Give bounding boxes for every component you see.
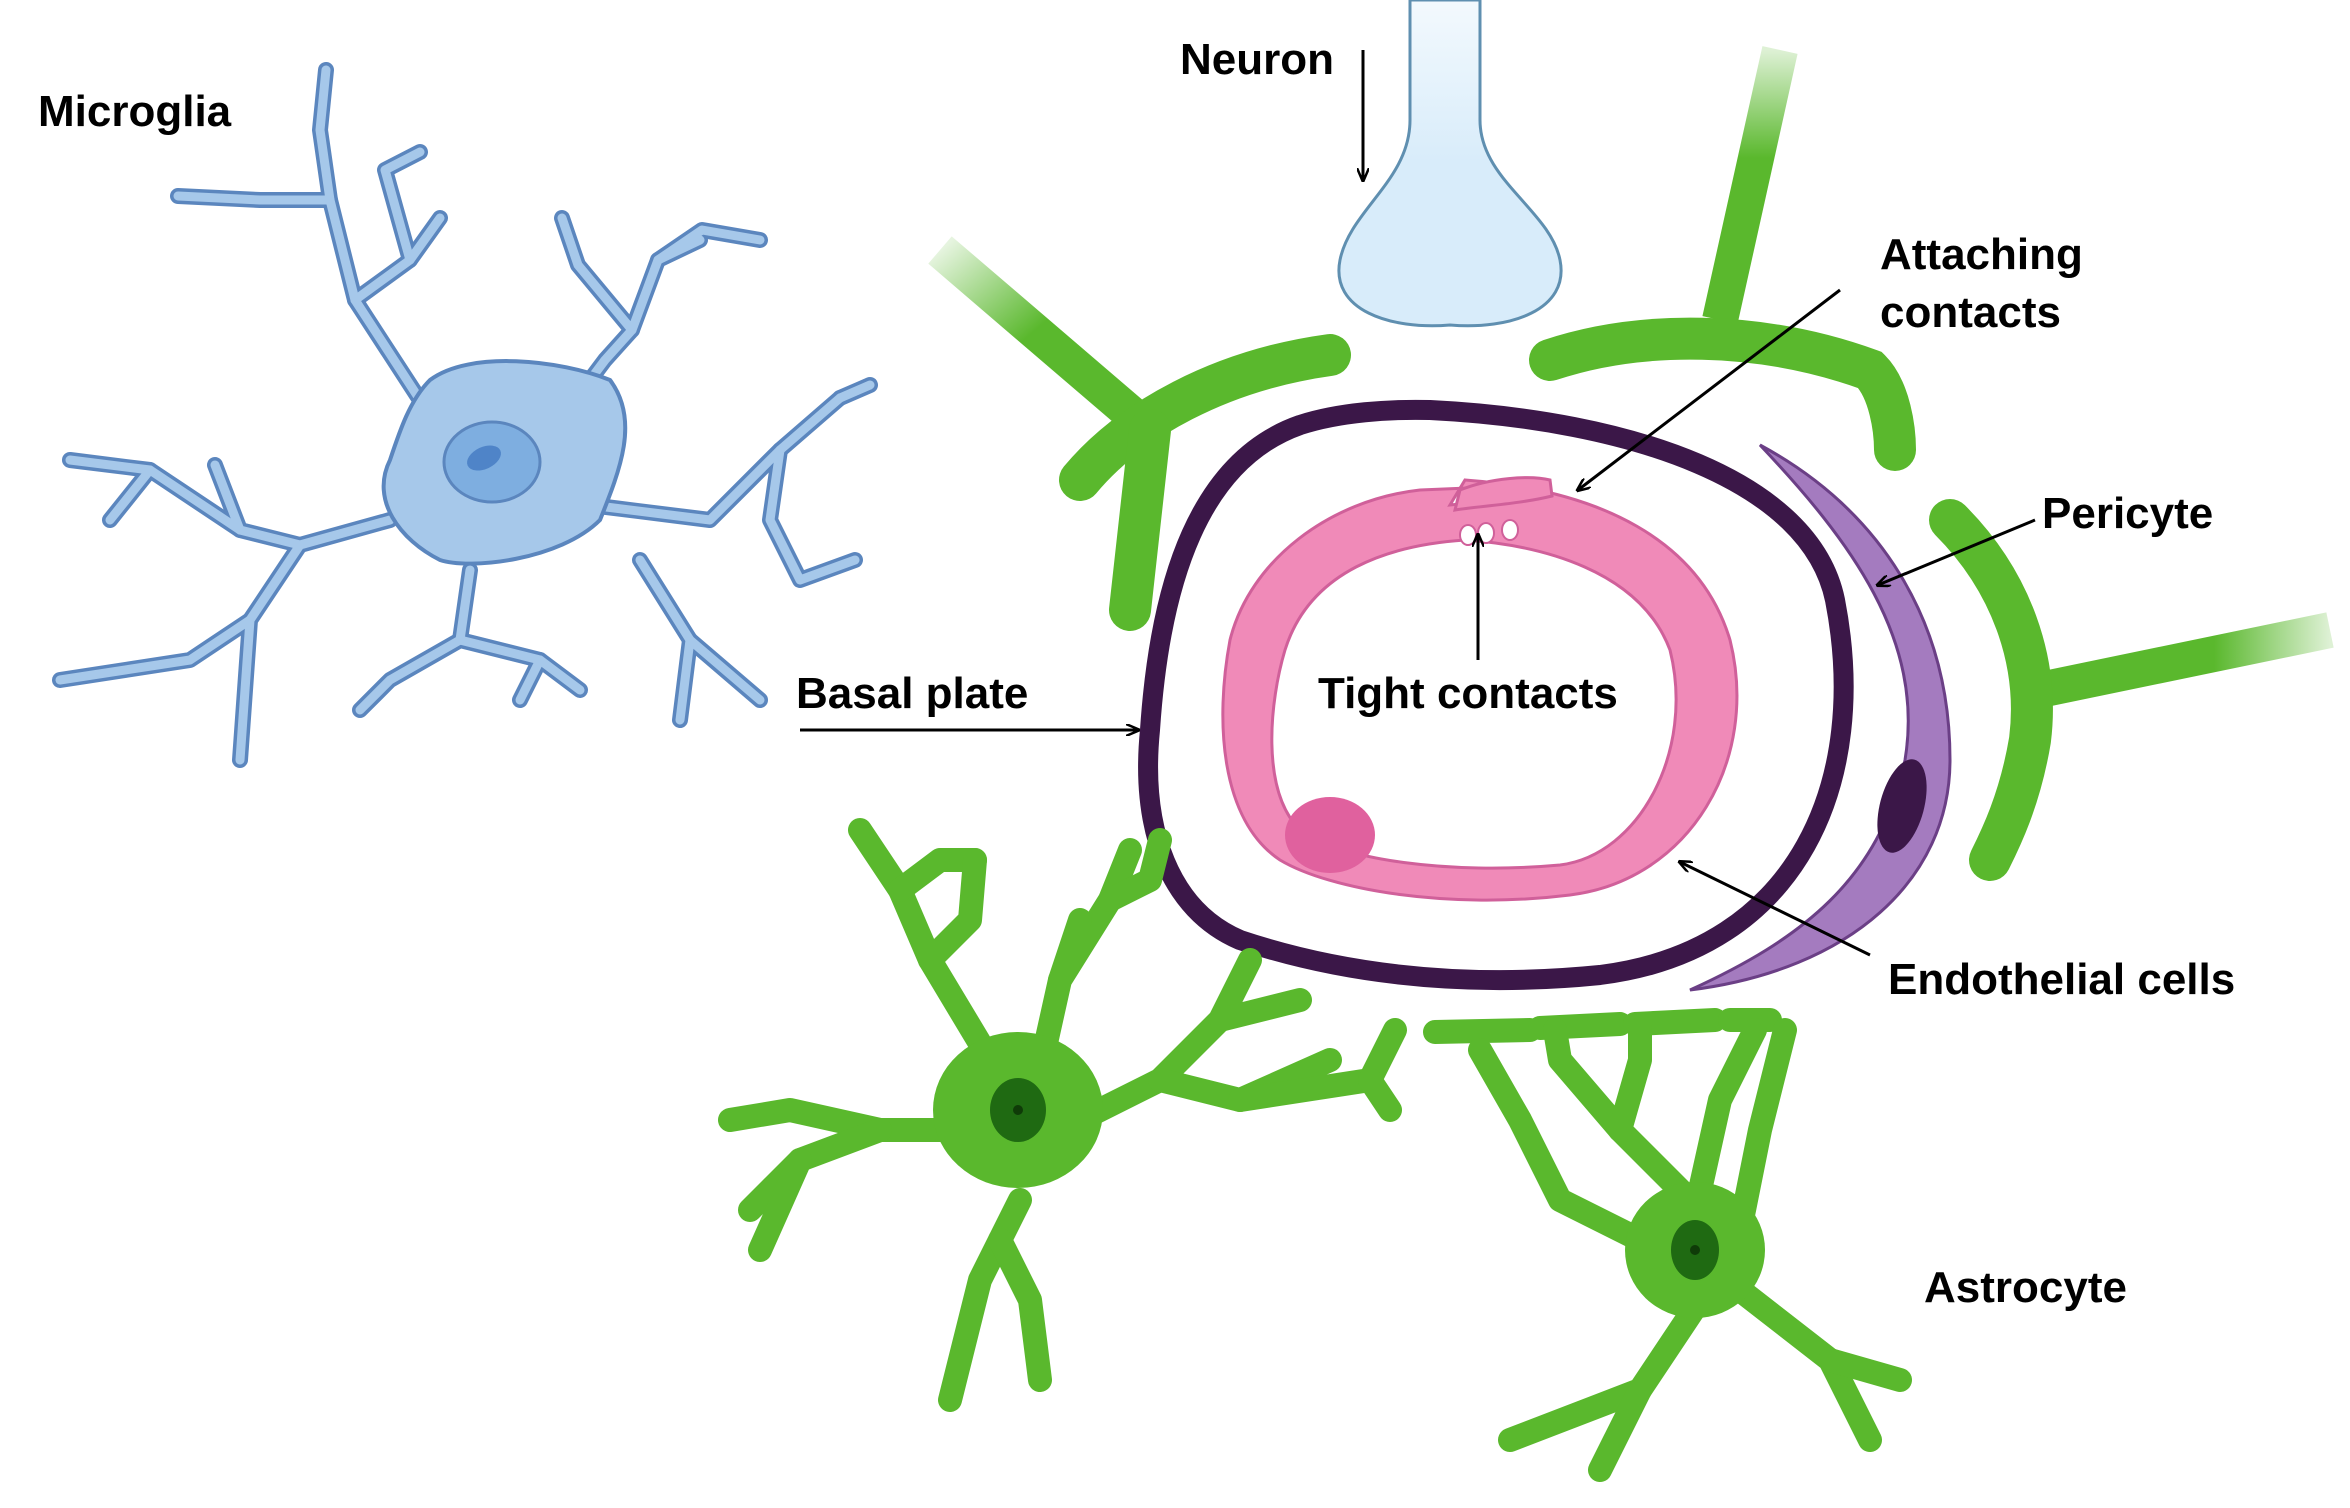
microglia-processes-fill (55, 65, 875, 765)
endothelial-nucleus (1285, 797, 1375, 873)
astrocyte-endfoot-top-right (1529, 46, 1916, 471)
attaching-contacts-label: Attaching contacts (1880, 226, 2083, 342)
microglia-nucleolus (467, 445, 501, 471)
arrow-endothelial-cells (1680, 862, 1871, 957)
pericyte-nucleus (1877, 759, 1927, 853)
label-arrows (800, 50, 2036, 957)
attaching-contacts-line1: Attaching (1880, 230, 2083, 279)
microglia-cell (52, 62, 878, 768)
astrocyte-label: Astrocyte (1924, 1263, 2127, 1312)
astrocyte-right (1423, 1008, 1912, 1482)
endothelial-cells-label: Endothelial cells (1888, 955, 2236, 1004)
neuron-terminal (1337, 0, 1563, 328)
neuron-label: Neuron (1180, 35, 1334, 84)
astrocyte-endfoot-top-left (928, 236, 1351, 631)
arrow-pericyte (1878, 518, 2036, 585)
astrocyte-left-body (933, 1032, 1103, 1188)
pericyte-label: Pericyte (2042, 489, 2214, 538)
astrocyte-endfoot-right (1929, 499, 2334, 881)
arrow-attaching-contacts (1578, 288, 1841, 490)
basal-plate-label: Basal plate (796, 669, 1029, 718)
microglia-label: Microglia (38, 87, 232, 136)
tight-contacts-label: Tight contacts (1318, 669, 1618, 718)
endothelium (1221, 478, 1739, 902)
astrocyte-left (718, 818, 1407, 1412)
attaching-contacts-line2: contacts (1880, 288, 2061, 337)
